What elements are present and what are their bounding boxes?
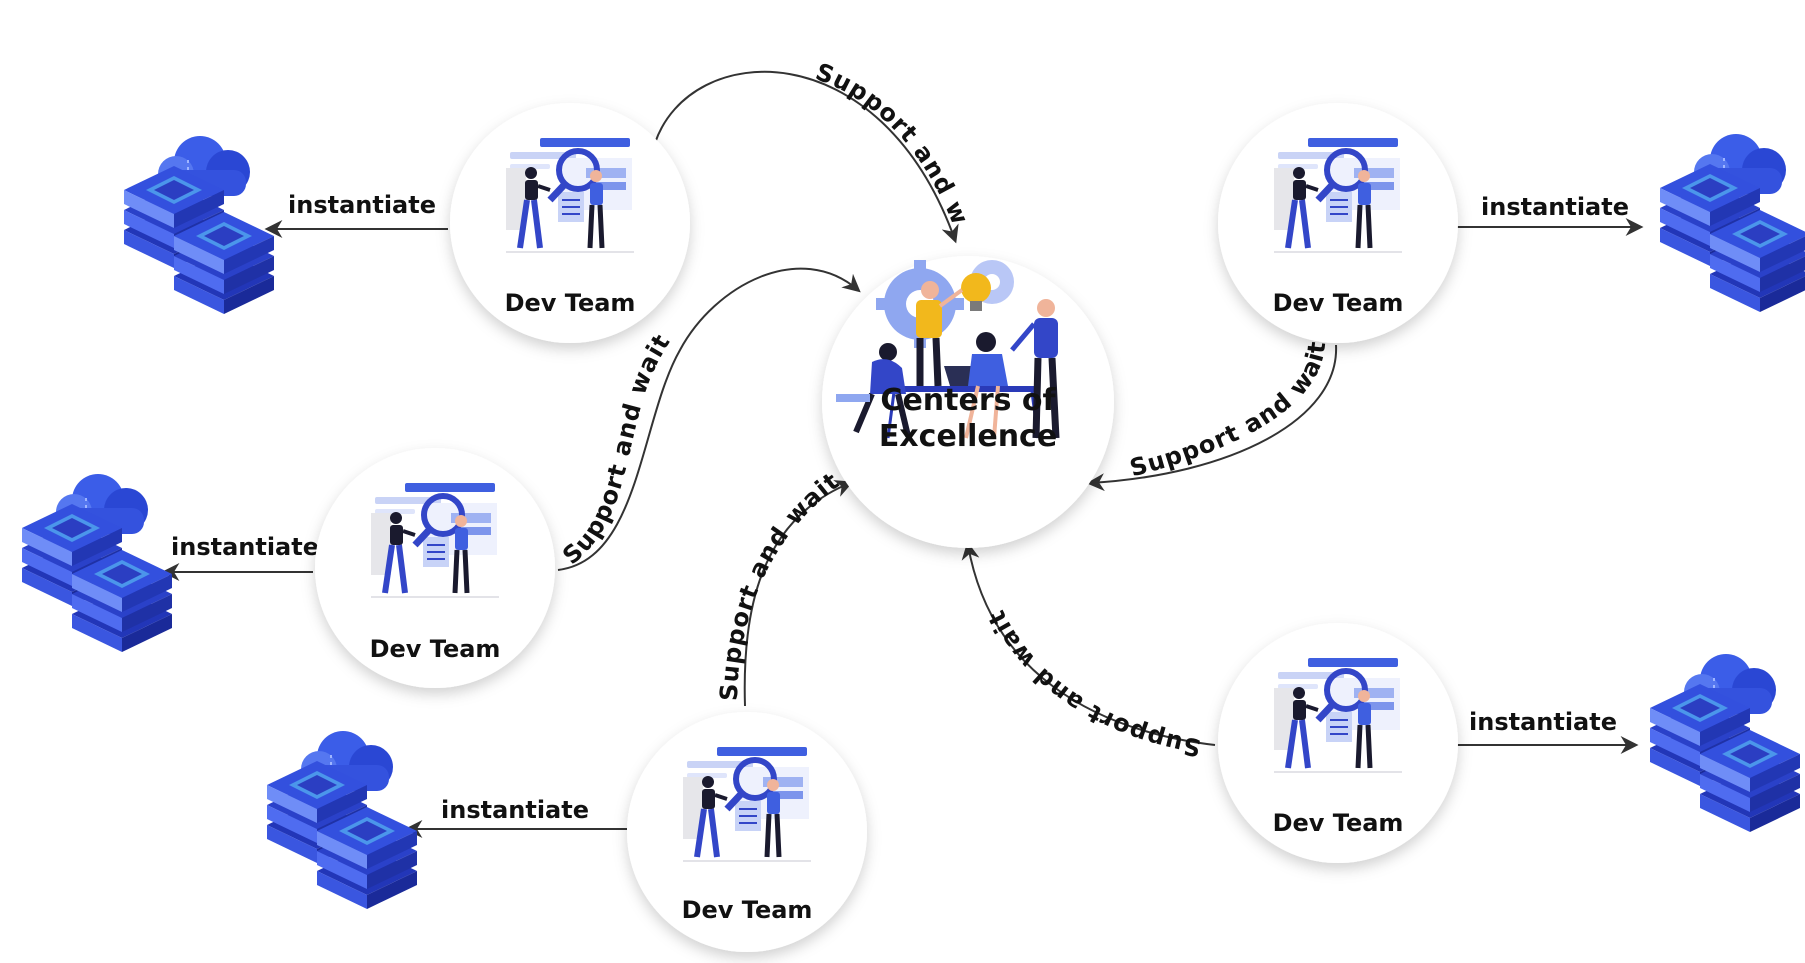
dev-team-label: Dev Team	[682, 896, 813, 924]
center-label-line2: Excellence	[879, 419, 1057, 454]
lightbulb-icon	[961, 273, 991, 311]
dev-team-label: Dev Team	[1273, 289, 1404, 317]
centers-of-excellence-node[interactable]: Centers of Excellence	[822, 256, 1114, 548]
support-arrow-left	[557, 267, 861, 571]
instantiate-arrow-2: instantiate	[1455, 193, 1644, 236]
dev-team-illustration	[371, 483, 499, 597]
instantiate-arrow-4: instantiate	[404, 796, 627, 838]
dev-team-label: Dev Team	[1273, 809, 1404, 837]
instantiate-arrow-1: instantiate	[264, 191, 448, 238]
support-label-midbottom: Support and wait	[715, 467, 845, 702]
instantiate-label-4: instantiate	[441, 796, 589, 824]
dev-team-node[interactable]: Dev Team	[450, 103, 690, 343]
instantiate-label-5: instantiate	[1469, 708, 1617, 736]
server-cloud-icon	[1649, 653, 1801, 833]
dev-team-illustration	[506, 138, 634, 252]
center-label-line1: Centers of	[880, 383, 1056, 418]
dev-team-illustration	[1274, 658, 1402, 772]
server-cloud-icon	[123, 135, 275, 315]
dev-team-illustration	[683, 747, 811, 861]
instantiate-label-2: instantiate	[1481, 193, 1629, 221]
support-arrow-top	[654, 70, 959, 244]
dev-team-node[interactable]: Dev Team	[315, 448, 555, 688]
server-cloud-icon	[21, 473, 173, 653]
instantiate-arrow-5: instantiate	[1455, 708, 1639, 754]
dev-team-label: Dev Team	[505, 289, 636, 317]
dev-team-node[interactable]: Dev Team	[1218, 103, 1458, 343]
support-arrow-right	[1086, 344, 1338, 492]
server-cloud-icon	[1659, 133, 1805, 313]
dev-team-illustration	[1274, 138, 1402, 252]
instantiate-arrow-3: instantiate	[161, 533, 319, 581]
dev-team-node[interactable]: Dev Team	[627, 712, 867, 952]
support-arrow-bottomright	[961, 541, 1216, 746]
instantiate-label-1: instantiate	[288, 191, 436, 219]
instantiate-label-3: instantiate	[171, 533, 319, 561]
support-arrow-midbottom	[743, 480, 854, 707]
team-meeting-illustration	[836, 260, 1060, 439]
dev-team-node[interactable]: Dev Team	[1218, 623, 1458, 863]
dev-team-label: Dev Team	[370, 635, 501, 663]
server-cloud-icon	[266, 730, 418, 910]
support-label-bottomright: Support and wait	[982, 605, 1203, 762]
support-label-right: Support and wait	[1127, 339, 1332, 482]
support-label-left: Support and wait	[557, 329, 676, 570]
